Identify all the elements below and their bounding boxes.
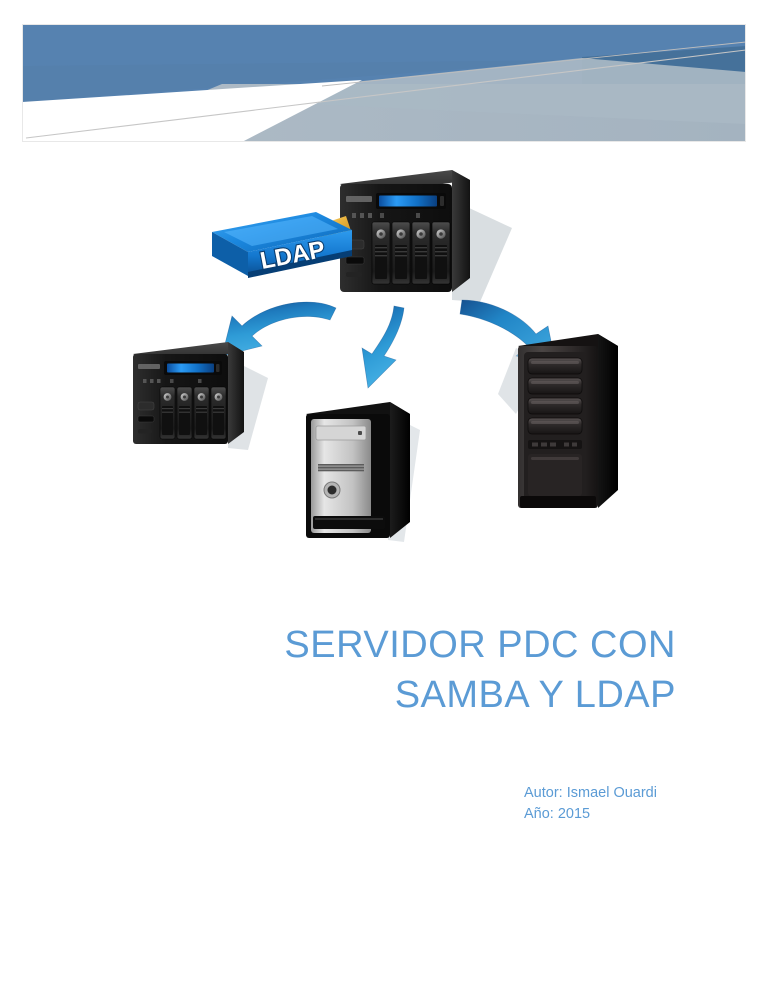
server-base: [520, 496, 596, 508]
arrow-to-desktop: [361, 305, 405, 389]
desktop-optical-eject: [358, 431, 362, 435]
author-name: Autor: Ismael Ouardi: [524, 785, 657, 801]
client-nas-usb-port: [137, 415, 155, 423]
desktop-power-button-inner: [327, 485, 337, 495]
desktop-bottom-bar-highlight: [315, 518, 383, 520]
title-line-1: SERVIDOR PDC CON: [284, 624, 676, 666]
topology-diagram: LDAP: [0, 150, 768, 580]
desktop-vent-grille: [318, 464, 364, 472]
server-io-ports: [532, 442, 577, 447]
ldap-slab-front: [212, 232, 248, 276]
node-ldap-store: LDAP: [212, 212, 352, 278]
arrow-to-nas: [221, 301, 337, 357]
client-nas-lcd: [167, 363, 214, 373]
server-lower-door-highlight: [531, 457, 579, 460]
client-nas-power-led: [216, 364, 220, 372]
ldap-slab-top-inset: [224, 216, 338, 246]
node-client-desktop: [306, 402, 420, 542]
client-nas-led-row: [143, 379, 202, 383]
client-nas-button-power: [138, 429, 152, 434]
author-block: Autor: Ismael Ouardi Año: 2015: [524, 783, 754, 825]
client-nas-drive-bays: [159, 386, 227, 440]
node-client-nas: [133, 342, 268, 450]
ldap-slab-face: [248, 230, 352, 276]
primary-nas-drive-bays: [371, 221, 451, 285]
node-client-server: [498, 334, 618, 508]
primary-nas-led-row: [352, 213, 420, 218]
title-line-2: SAMBA Y LDAP: [394, 674, 676, 716]
author-year: Año: 2015: [524, 806, 591, 822]
desktop-optical-drive: [315, 425, 367, 441]
client-nas-side: [228, 342, 244, 444]
banner-hairline: [25, 49, 746, 139]
header-banner: [22, 24, 746, 142]
desktop-faceplate: [311, 419, 371, 533]
client-nas-brand: [138, 364, 160, 369]
server-side: [598, 334, 618, 508]
banner-hairline-2: [321, 41, 746, 87]
node-primary-nas: [340, 170, 512, 302]
server-bay-covers: [527, 357, 583, 435]
banner-white-cut-2: [22, 86, 322, 142]
primary-nas-lcd: [379, 195, 437, 207]
desktop-side: [390, 402, 410, 538]
primary-nas-usb-port: [345, 256, 365, 265]
primary-nas-button-power: [346, 272, 362, 277]
desktop-bottom-bar: [313, 516, 385, 529]
page-title: SERVIDOR PDC CON SAMBA Y LDAP: [180, 620, 676, 720]
primary-nas-brand: [346, 196, 372, 202]
ldap-slab-bottom-edge: [248, 250, 352, 278]
server-lower-door: [528, 454, 582, 496]
primary-nas-side: [452, 170, 470, 292]
banner-frame: [22, 24, 746, 142]
primary-nas-power-led: [440, 196, 444, 206]
banner-gray-wedge-upper: [192, 58, 746, 124]
banner-mid-blue-wedge: [22, 60, 582, 102]
client-nas-button-copy: [137, 401, 155, 411]
